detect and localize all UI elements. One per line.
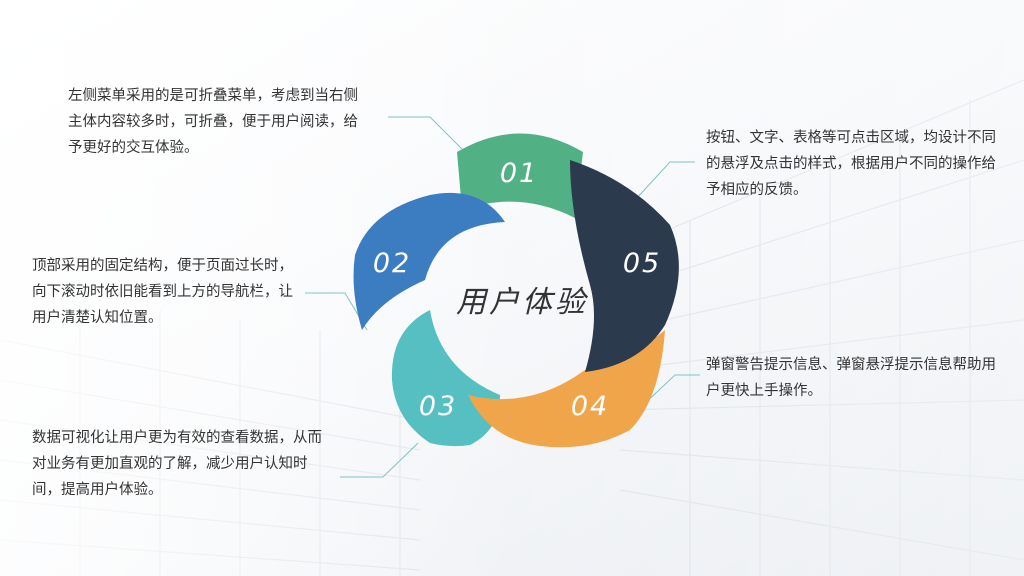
segment-05 xyxy=(570,160,679,372)
caption-02: 顶部采用的固定结构，便于页面过长时，向下滚动时依旧能看到上方的导航栏，让用户清楚… xyxy=(32,258,293,326)
caption-05: 按钮、文字、表格等可点击区域，均设计不同的悬浮及点击的样式，根据用户不同的操作给… xyxy=(706,130,996,198)
leader-lines xyxy=(305,116,700,478)
segment-number-04: 04 xyxy=(571,391,609,422)
segment-03 xyxy=(391,310,500,447)
segment-number-02: 02 xyxy=(373,248,411,279)
leader-line-01 xyxy=(388,116,466,153)
leader-line-05 xyxy=(634,161,695,201)
center-title: 用户体验 xyxy=(456,285,589,320)
segment-01 xyxy=(457,133,583,218)
pentagon-segments: 01 02 03 04 05 xyxy=(353,133,679,448)
caption-03: 数据可视化让用户更为有效的查看数据，从而对业务有更加直观的了解，减少用户认知时间… xyxy=(32,430,322,498)
leader-line-03 xyxy=(340,442,419,478)
segment-number-05: 05 xyxy=(623,248,661,279)
leader-line-04 xyxy=(639,374,700,409)
caption-04: 弹窗警告提示信息、弹窗悬浮提示信息帮助用户更快上手操作。 xyxy=(706,357,996,399)
segment-04 xyxy=(468,330,665,448)
caption-01: 左侧菜单采用的是可折叠菜单，考虑到当右侧主体内容较多时，可折叠，便于用户阅读，给… xyxy=(68,88,358,156)
segment-02 xyxy=(353,192,505,330)
segment-number-01: 01 xyxy=(500,158,538,189)
segment-number-03: 03 xyxy=(419,391,457,422)
